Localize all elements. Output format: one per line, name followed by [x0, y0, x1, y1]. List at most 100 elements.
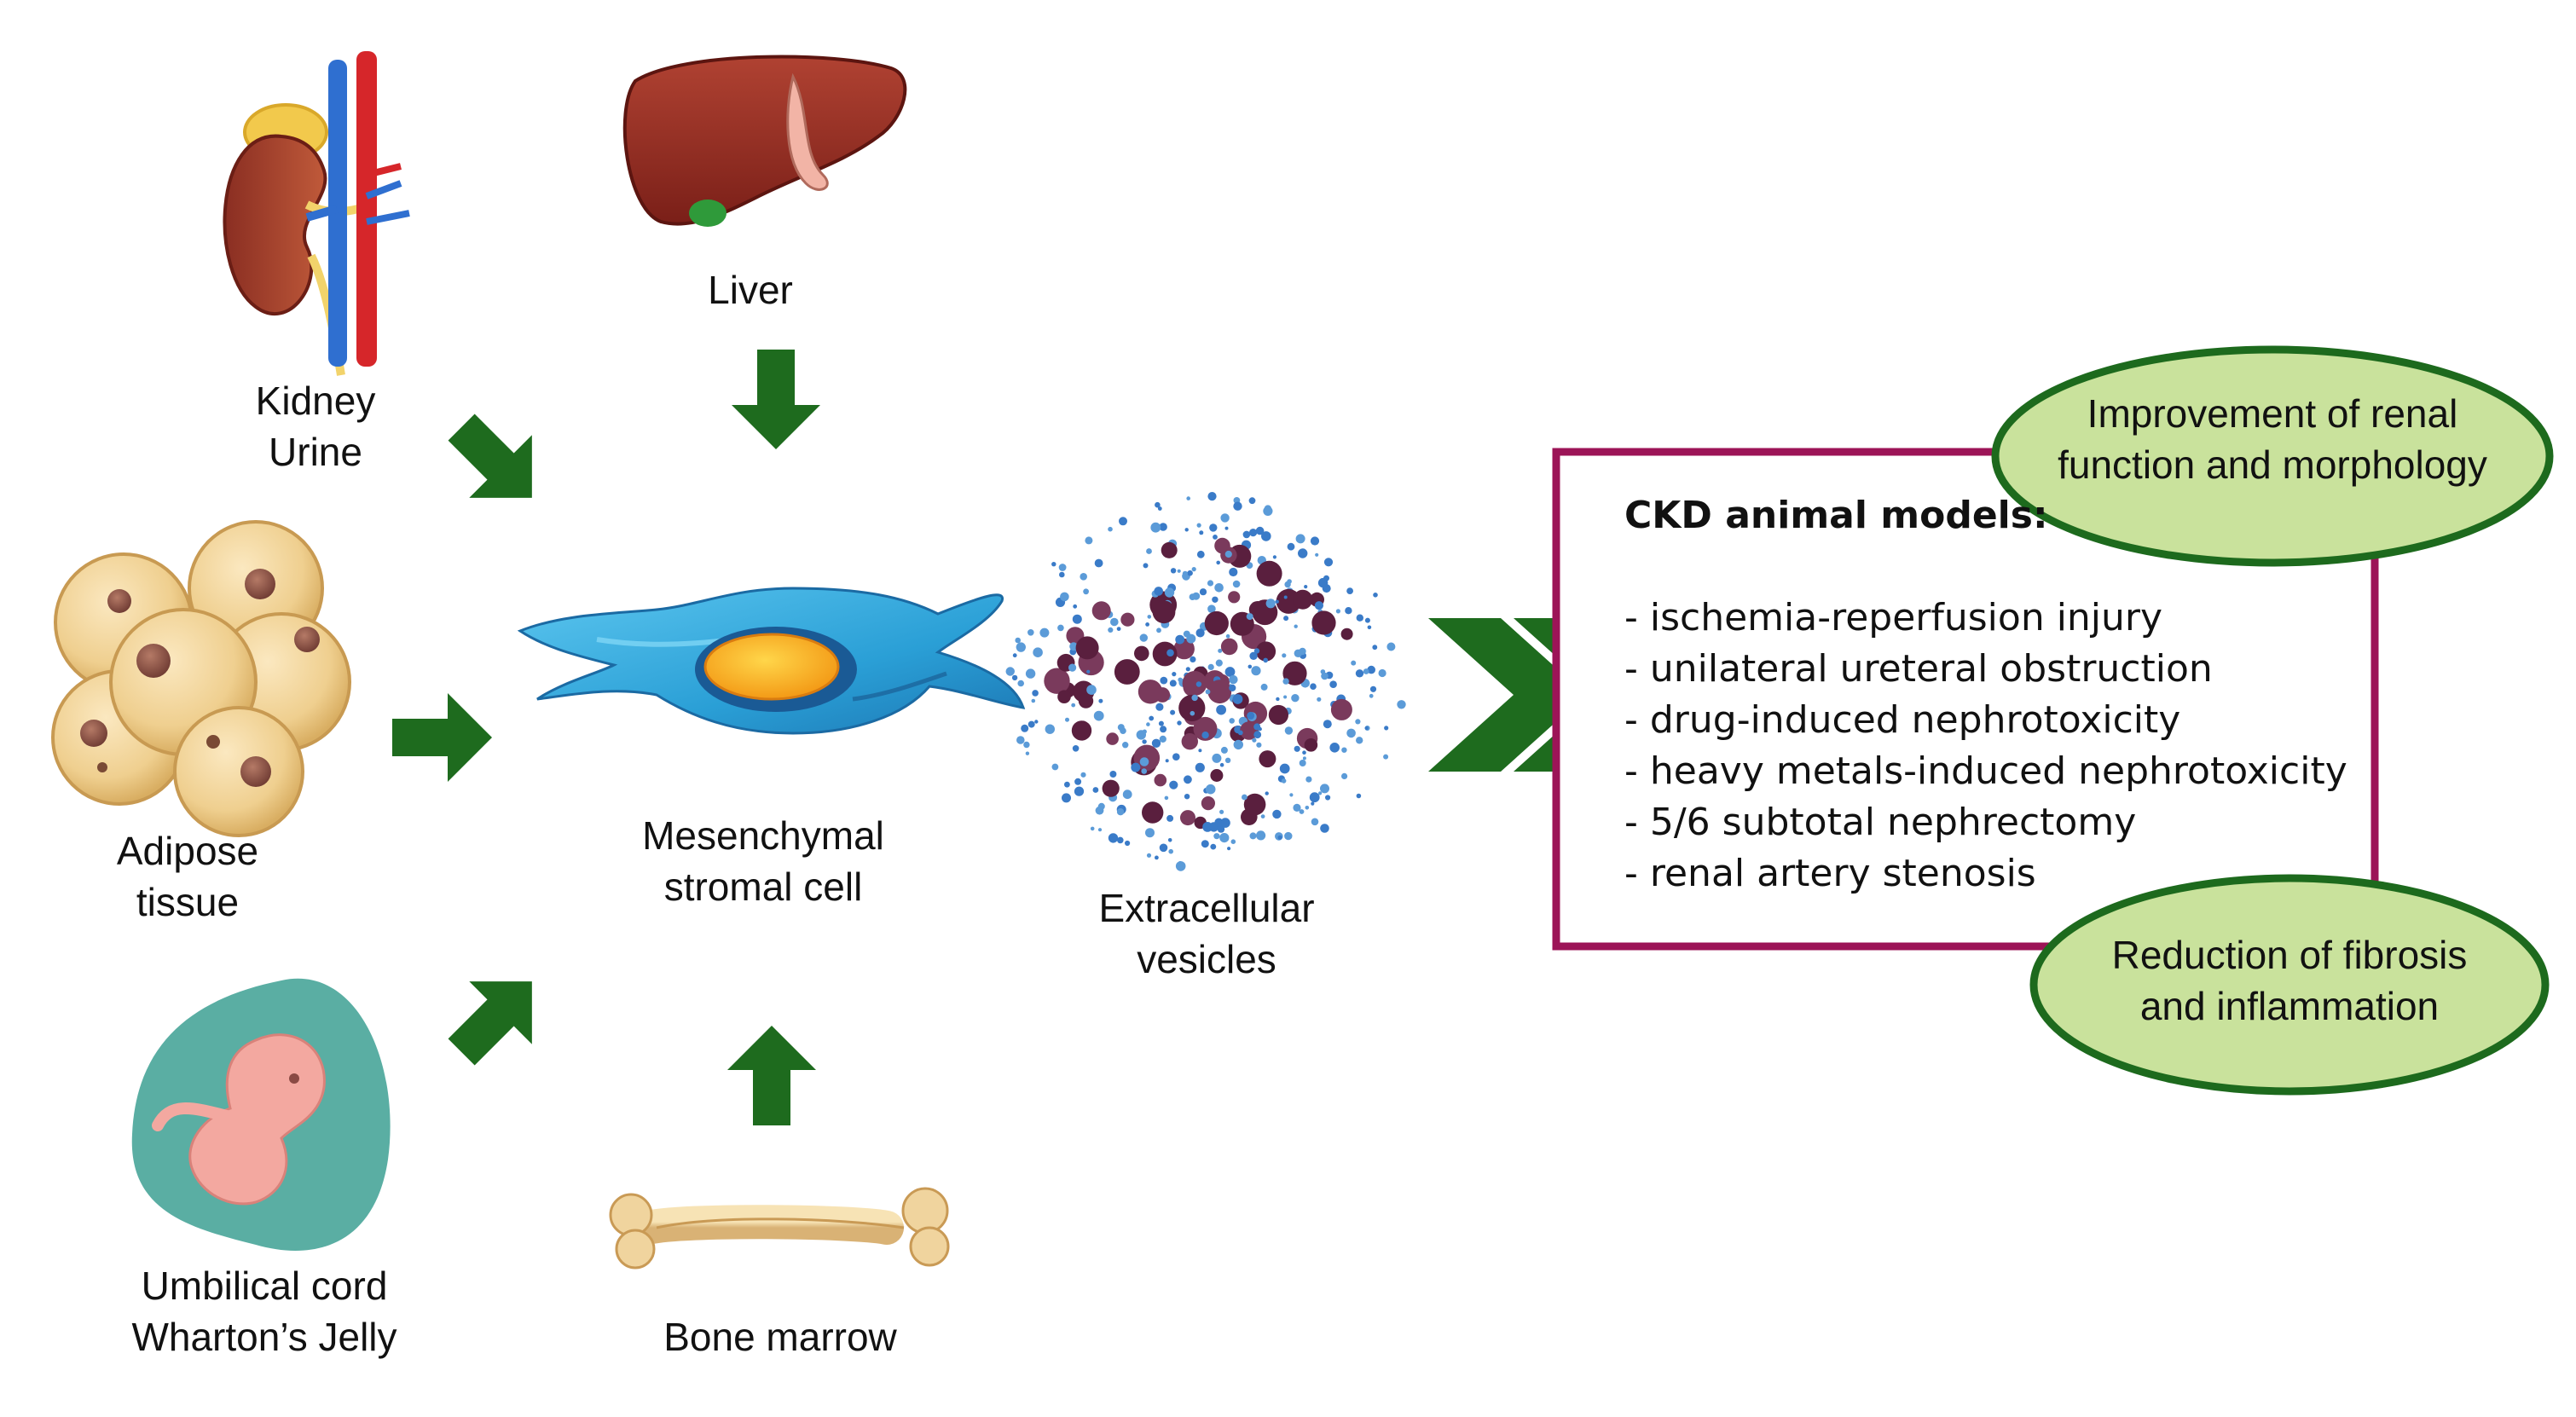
- vesicle-dot: [1372, 645, 1378, 651]
- vesicle-dot: [1229, 684, 1236, 692]
- vesicle-dot: [1025, 668, 1036, 679]
- vesicle-dot: [1310, 683, 1317, 690]
- vesicle-dot: [1284, 726, 1294, 735]
- vesicle-dot: [1367, 665, 1375, 674]
- vesicle-dot: [1146, 722, 1150, 726]
- vesicle-dot: [1229, 567, 1238, 577]
- vesicle-dot: [1356, 737, 1363, 744]
- vesicle-dot: [1314, 601, 1323, 610]
- vesicle-dot: [1282, 661, 1307, 685]
- vesicle-dot: [1155, 687, 1171, 703]
- vesicle-dot: [1205, 784, 1216, 795]
- vesicle-dot: [1276, 697, 1280, 702]
- vesicle-dot: [1044, 668, 1070, 694]
- vesicle-dot: [1072, 614, 1082, 624]
- umbilical-label: Umbilical cord Wharton’s Jelly: [111, 1260, 418, 1362]
- vesicle-dot: [1181, 733, 1199, 750]
- vesicle-dot: [1212, 753, 1222, 763]
- vesicle-dot: [1116, 627, 1121, 631]
- ckd-models-title: CKD animal models:: [1624, 494, 2048, 537]
- vesicle-dot: [1367, 625, 1372, 630]
- vesicle-dot: [1293, 803, 1301, 813]
- vesicle-dot: [1330, 698, 1352, 720]
- vesicle-dot: [1133, 744, 1161, 772]
- vesicle-dot: [1256, 830, 1266, 841]
- vesicle-dot: [1059, 571, 1065, 578]
- vesicle-dot: [1093, 710, 1104, 721]
- vesicle-dot: [1169, 780, 1178, 789]
- vesicle-dot: [1289, 793, 1294, 797]
- vesicle-dot: [1224, 667, 1236, 677]
- vesicle-dot: [1180, 810, 1195, 826]
- vesicle-dot: [1364, 726, 1369, 731]
- vesicle-dot: [1220, 638, 1238, 656]
- vesicle-dot: [1207, 492, 1217, 501]
- vesicle-dot: [1205, 689, 1211, 695]
- vesicle-dot: [1321, 672, 1329, 680]
- msc-cell-icon: [517, 587, 1026, 735]
- vesicle-dot: [1198, 749, 1202, 753]
- vesicle-dot: [1295, 534, 1305, 544]
- vesicle-dot: [1069, 642, 1078, 651]
- vesicle-dot: [1120, 612, 1135, 627]
- liver-label-line1: Liver: [708, 268, 793, 312]
- vesicle-dot: [1199, 530, 1204, 535]
- vesicle-dot: [1369, 685, 1377, 692]
- vesicle-dot: [1164, 795, 1169, 801]
- vesicle-dot: [1345, 607, 1352, 615]
- vesicle-dot: [1057, 690, 1071, 703]
- vesicle-dot: [1152, 641, 1178, 667]
- vesicle-dot: [1207, 680, 1232, 704]
- vesicle-dot: [1183, 678, 1202, 697]
- vesicle-dot: [1305, 806, 1310, 810]
- vesicle-dot: [1325, 795, 1331, 801]
- vesicle-dot: [1071, 703, 1076, 708]
- vesicle-dot: [1281, 778, 1287, 784]
- vesicle-dot: [1074, 786, 1085, 796]
- vesicle-dot: [1016, 642, 1027, 652]
- vesicle-dot: [1304, 585, 1308, 589]
- msc-label: Mesenchymal stromal cell: [614, 810, 912, 912]
- vesicle-dot: [1386, 642, 1396, 651]
- vesicle-dot: [1304, 738, 1318, 752]
- umbilical-label-line2: Wharton’s Jelly: [131, 1315, 397, 1359]
- vesicle-dot: [1248, 497, 1256, 505]
- ckd-model-item: - heavy metals-induced nephrotoxicity: [1624, 749, 2347, 793]
- vesicle-dot: [1225, 633, 1230, 639]
- ckd-model-item: - ischemia-reperfusion injury: [1624, 596, 2163, 639]
- outcome-top-text: Improvement of renal function and morpho…: [2034, 388, 2511, 490]
- bone-label-line1: Bone marrow: [663, 1315, 897, 1359]
- vesicle-dot: [1320, 669, 1326, 674]
- vesicle-dot: [1152, 600, 1176, 624]
- vesicle-dot: [1074, 778, 1082, 785]
- vesicle-dot: [1268, 704, 1288, 726]
- ckd-model-item: - renal artery stenosis: [1624, 852, 2036, 895]
- vesicle-dot: [1068, 663, 1077, 672]
- vesicle-dot: [1279, 763, 1290, 774]
- vesicle-dot: [1108, 526, 1113, 532]
- vesicle-dot: [1224, 757, 1231, 763]
- vesicle-dot: [1149, 715, 1155, 721]
- vesicle-dot: [1175, 634, 1185, 645]
- vesicle-dot: [1249, 651, 1258, 660]
- vesicle-dot: [1242, 530, 1251, 539]
- vesicle-dot: [1243, 793, 1266, 816]
- vesicle-dot: [1217, 825, 1225, 833]
- vesicle-dot: [1086, 685, 1097, 695]
- vesicle-dot: [1039, 628, 1050, 638]
- vesicle-dot: [1259, 750, 1276, 768]
- vesicle-dot: [1299, 760, 1306, 766]
- vesicle-dot: [1028, 720, 1035, 728]
- vesicle-dot: [1147, 615, 1152, 619]
- vesicle-dot: [1005, 667, 1015, 676]
- vesicle-dot: [1090, 826, 1095, 831]
- vesicle-dot: [1253, 723, 1261, 731]
- vesicle-dot: [1064, 781, 1070, 788]
- vesicle-dot: [1175, 861, 1186, 871]
- vesicle-dot: [1155, 501, 1161, 508]
- vesicle-dot: [1172, 753, 1180, 761]
- bone-icon: [609, 1187, 950, 1270]
- vesicle-dot: [1356, 793, 1362, 799]
- vesicle-dot: [1373, 593, 1378, 598]
